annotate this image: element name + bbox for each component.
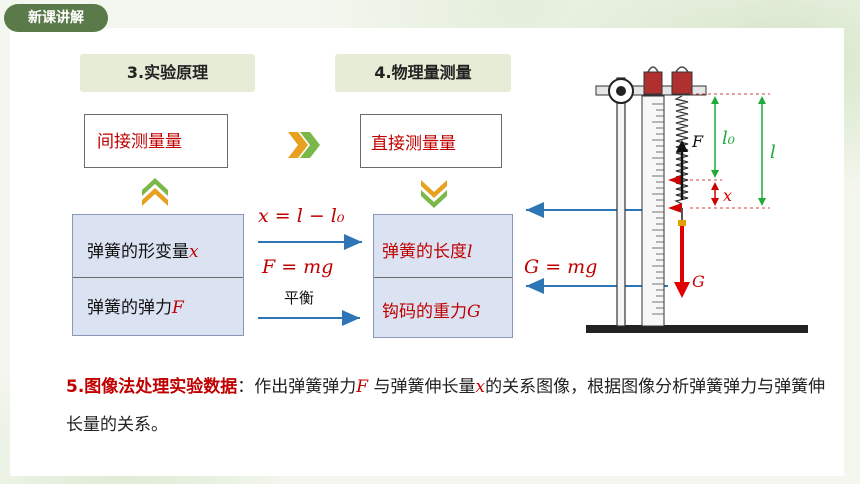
row-spring-force: 弹簧的弹力F — [87, 298, 184, 318]
row-weight: 钩码的重力G — [382, 302, 481, 322]
section-badge: 新课讲解 — [4, 4, 108, 32]
label-x: x — [723, 186, 733, 205]
formula-deformation: x = l − l₀ — [258, 205, 345, 227]
label-l: l — [770, 142, 776, 163]
header-measure: 4.物理量测量 — [335, 54, 511, 92]
table-divider — [73, 277, 243, 278]
row-deformation: 弹簧的形变量x — [87, 242, 199, 262]
label-l0: l₀ — [722, 128, 735, 149]
left-quantity-table: 弹簧的形变量x 弹簧的弹力F — [72, 214, 244, 336]
indirect-quantity-box: 间接测量量 — [84, 114, 228, 168]
row-spring-length: 弹簧的长度l — [382, 242, 473, 262]
balance-label: 平衡 — [284, 289, 315, 307]
table-divider — [374, 277, 512, 278]
label-force-F: F — [692, 132, 704, 151]
label-G: G — [692, 272, 705, 291]
direct-quantity-box: 直接测量量 — [360, 114, 502, 168]
chevron-up-icon — [142, 178, 168, 206]
chevron-right-icon — [288, 132, 320, 158]
right-quantity-table: 弹簧的长度l 钩码的重力G — [373, 214, 513, 338]
header-principle: 3.实验原理 — [80, 54, 255, 92]
formula-force: F = mg — [262, 256, 334, 278]
chevron-down-icon — [421, 180, 447, 208]
data-processing-paragraph: 5.图像法处理实验数据：作出弹簧弹力F 与弹簧伸长量x的关系图像，根据图像分析弹… — [66, 377, 826, 435]
formula-gravity: G = mg — [524, 256, 598, 278]
